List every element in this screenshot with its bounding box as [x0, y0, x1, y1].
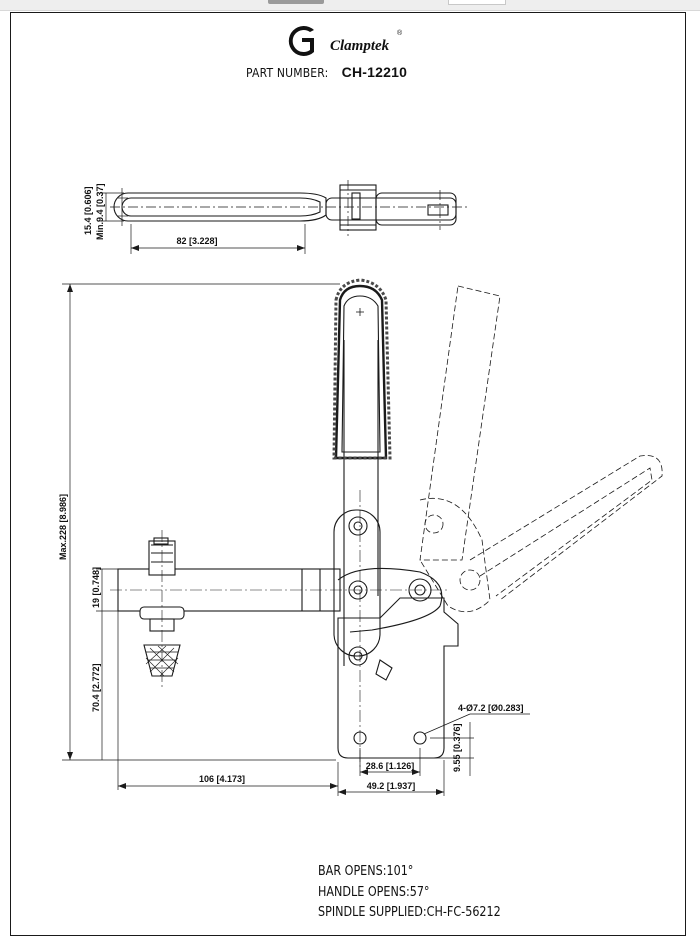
handle-grip [332, 278, 392, 460]
dim-hole-spec: 4-Ø7.2 [Ø0.283] [458, 703, 524, 713]
spec-notes: BAR OPENS:101° HANDLE OPENS:57° SPINDLE … [318, 862, 531, 924]
toolbar-tab[interactable] [448, 0, 506, 5]
note-spindle: SPINDLE SUPPLIED:CH-FC-56212 [318, 905, 501, 920]
brand-name: Clamptek [330, 38, 390, 54]
clamptek-logo-icon [288, 26, 314, 56]
dim-overall-height: Max.228 [8.986] [58, 494, 68, 560]
note-handle-opens: HANDLE OPENS:57° [318, 884, 430, 900]
registered-mark: ® [397, 30, 403, 37]
dim-top-width: 82 [3.228] [176, 236, 217, 246]
part-number: PART NUMBER: CH-12210 [246, 64, 407, 80]
dim-top-max-thickness: 15.4 [0.606] [83, 186, 93, 235]
dim-base-width: 49.2 [1.937] [367, 781, 416, 791]
dim-spindle-reach: 106 [4.173] [199, 774, 245, 784]
window-top-strip [0, 0, 700, 11]
dim-hole-spacing: 28.6 [1.126] [366, 761, 415, 771]
dim-base-height: 70.4 [2.772] [91, 663, 101, 712]
drawing-sheet [10, 12, 686, 936]
base-plate [337, 597, 459, 759]
dim-hole-offset: 9.55 [0.376] [452, 723, 462, 772]
top-view-body [325, 184, 457, 231]
toolbar-tab[interactable] [268, 0, 324, 4]
vertical-handle [334, 284, 388, 500]
part-number-value: CH-12210 [341, 64, 408, 80]
linkage-arm [333, 490, 443, 681]
dim-bar-height: 19 [0.748] [91, 567, 101, 608]
note-bar-opens: BAR OPENS:101° [318, 864, 414, 879]
open-position-ghost [419, 285, 663, 613]
dim-top-min-thickness: Min.9.4 [0.37] [95, 183, 105, 240]
part-number-label: PART NUMBER: [246, 66, 329, 80]
